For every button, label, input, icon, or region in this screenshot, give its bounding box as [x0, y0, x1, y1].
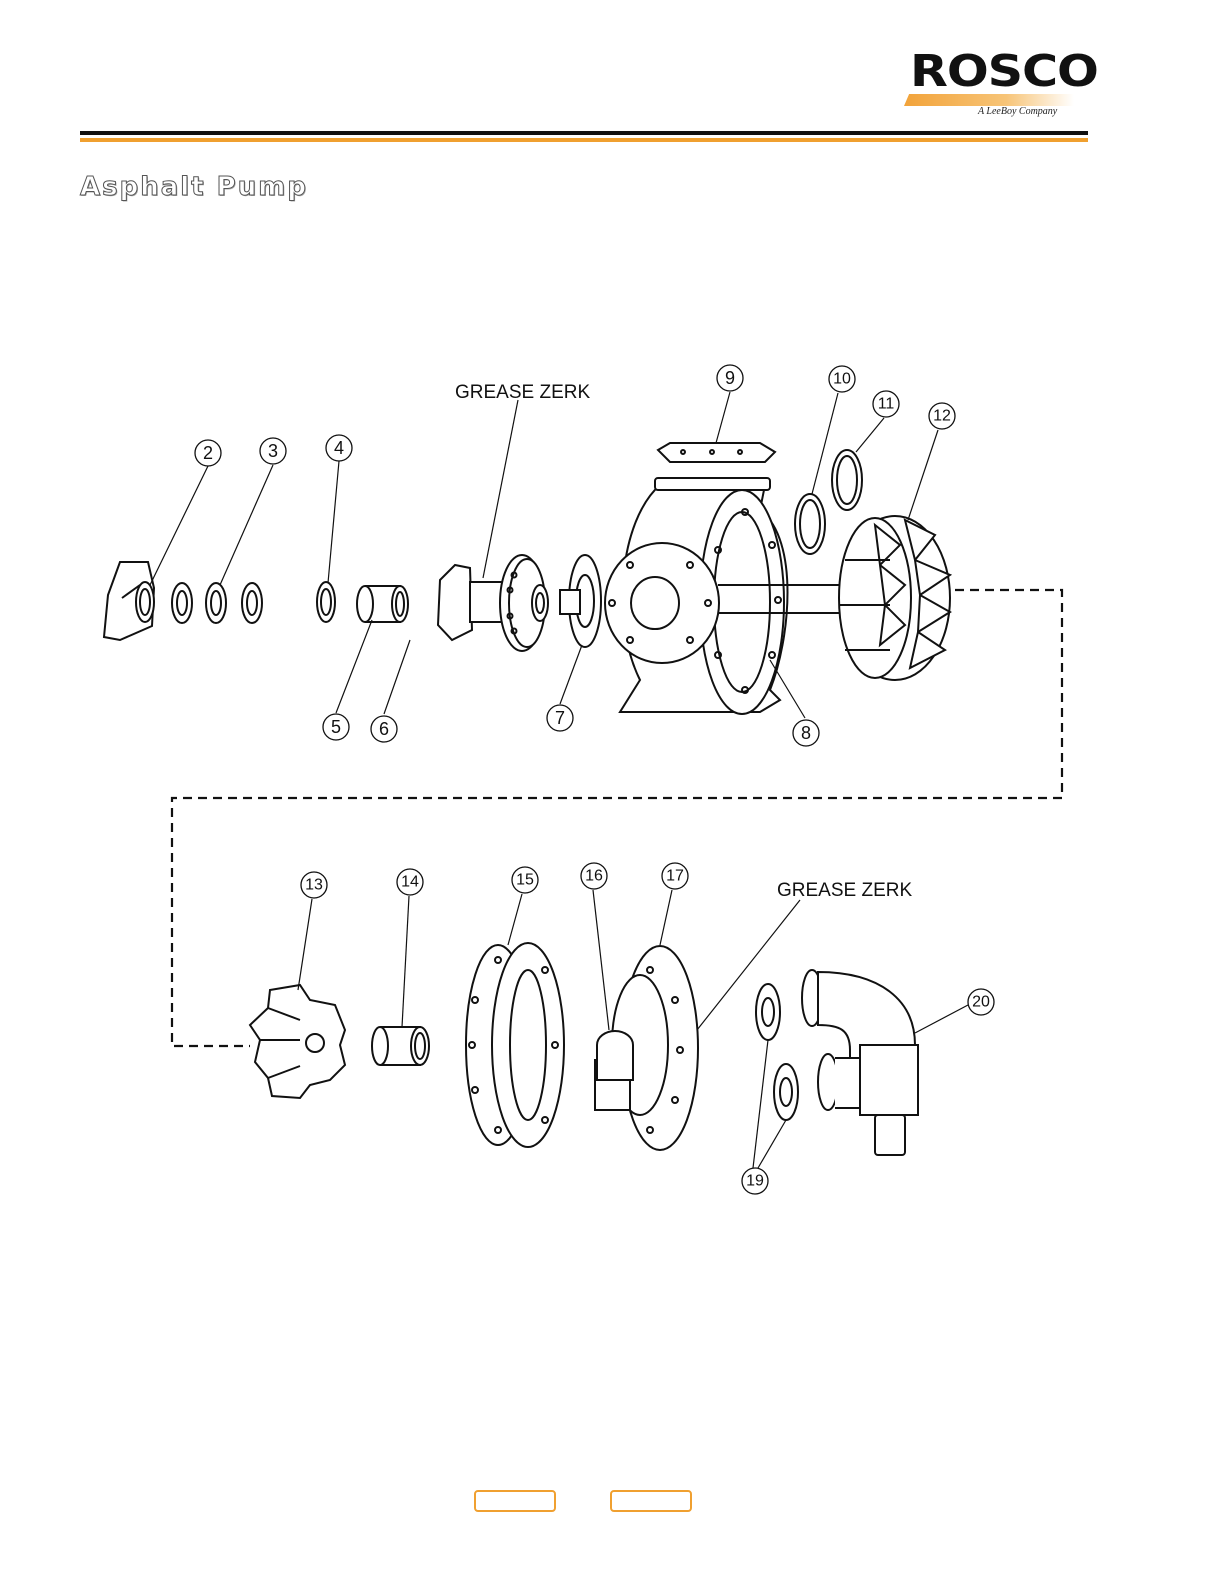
callout-5: 5 [331, 717, 341, 737]
callout-6: 6 [379, 719, 389, 739]
callout-15: 15 [516, 872, 534, 889]
callout-10: 10 [833, 371, 851, 388]
label-grease-zerk-bottom: GREASE ZERK [777, 880, 912, 901]
next-page-button[interactable] [610, 1490, 692, 1512]
part-16-idler-pin [595, 1031, 633, 1110]
callout-12: 12 [933, 408, 951, 425]
part-9-top-flange [658, 443, 775, 462]
callout-19: 19 [746, 1173, 764, 1190]
callout-4: 4 [334, 438, 344, 458]
part-13-idler-gear [250, 985, 345, 1098]
callout-13: 13 [305, 877, 323, 894]
part-4-ring [317, 582, 335, 622]
part-10-oring [795, 494, 825, 554]
callout-8: 8 [801, 723, 811, 743]
callout-16: 16 [585, 868, 603, 885]
part-20-elbow [802, 970, 918, 1155]
part-14-bushing [372, 1027, 429, 1065]
prev-page-button[interactable] [474, 1490, 556, 1512]
callout-7: 7 [555, 708, 565, 728]
part-19-gaskets [756, 984, 798, 1120]
callout-3: 3 [268, 441, 278, 461]
callout-20: 20 [972, 994, 990, 1011]
part-11-oring [832, 450, 862, 510]
part-5-bushing [357, 586, 408, 622]
callout-9: 9 [725, 368, 735, 388]
part-6-bracket [438, 555, 548, 651]
part-3-seals [172, 583, 262, 623]
part-12-rotor [839, 516, 950, 680]
part-7-gasket [560, 555, 601, 647]
part-15-flange-ring [466, 943, 564, 1147]
callout-17: 17 [666, 868, 684, 885]
callout-11: 11 [878, 396, 895, 413]
callout-14: 14 [401, 874, 419, 891]
label-grease-zerk-top: GREASE ZERK [455, 382, 590, 403]
callout-2: 2 [203, 443, 213, 463]
part-2-housing-plate [104, 562, 154, 640]
